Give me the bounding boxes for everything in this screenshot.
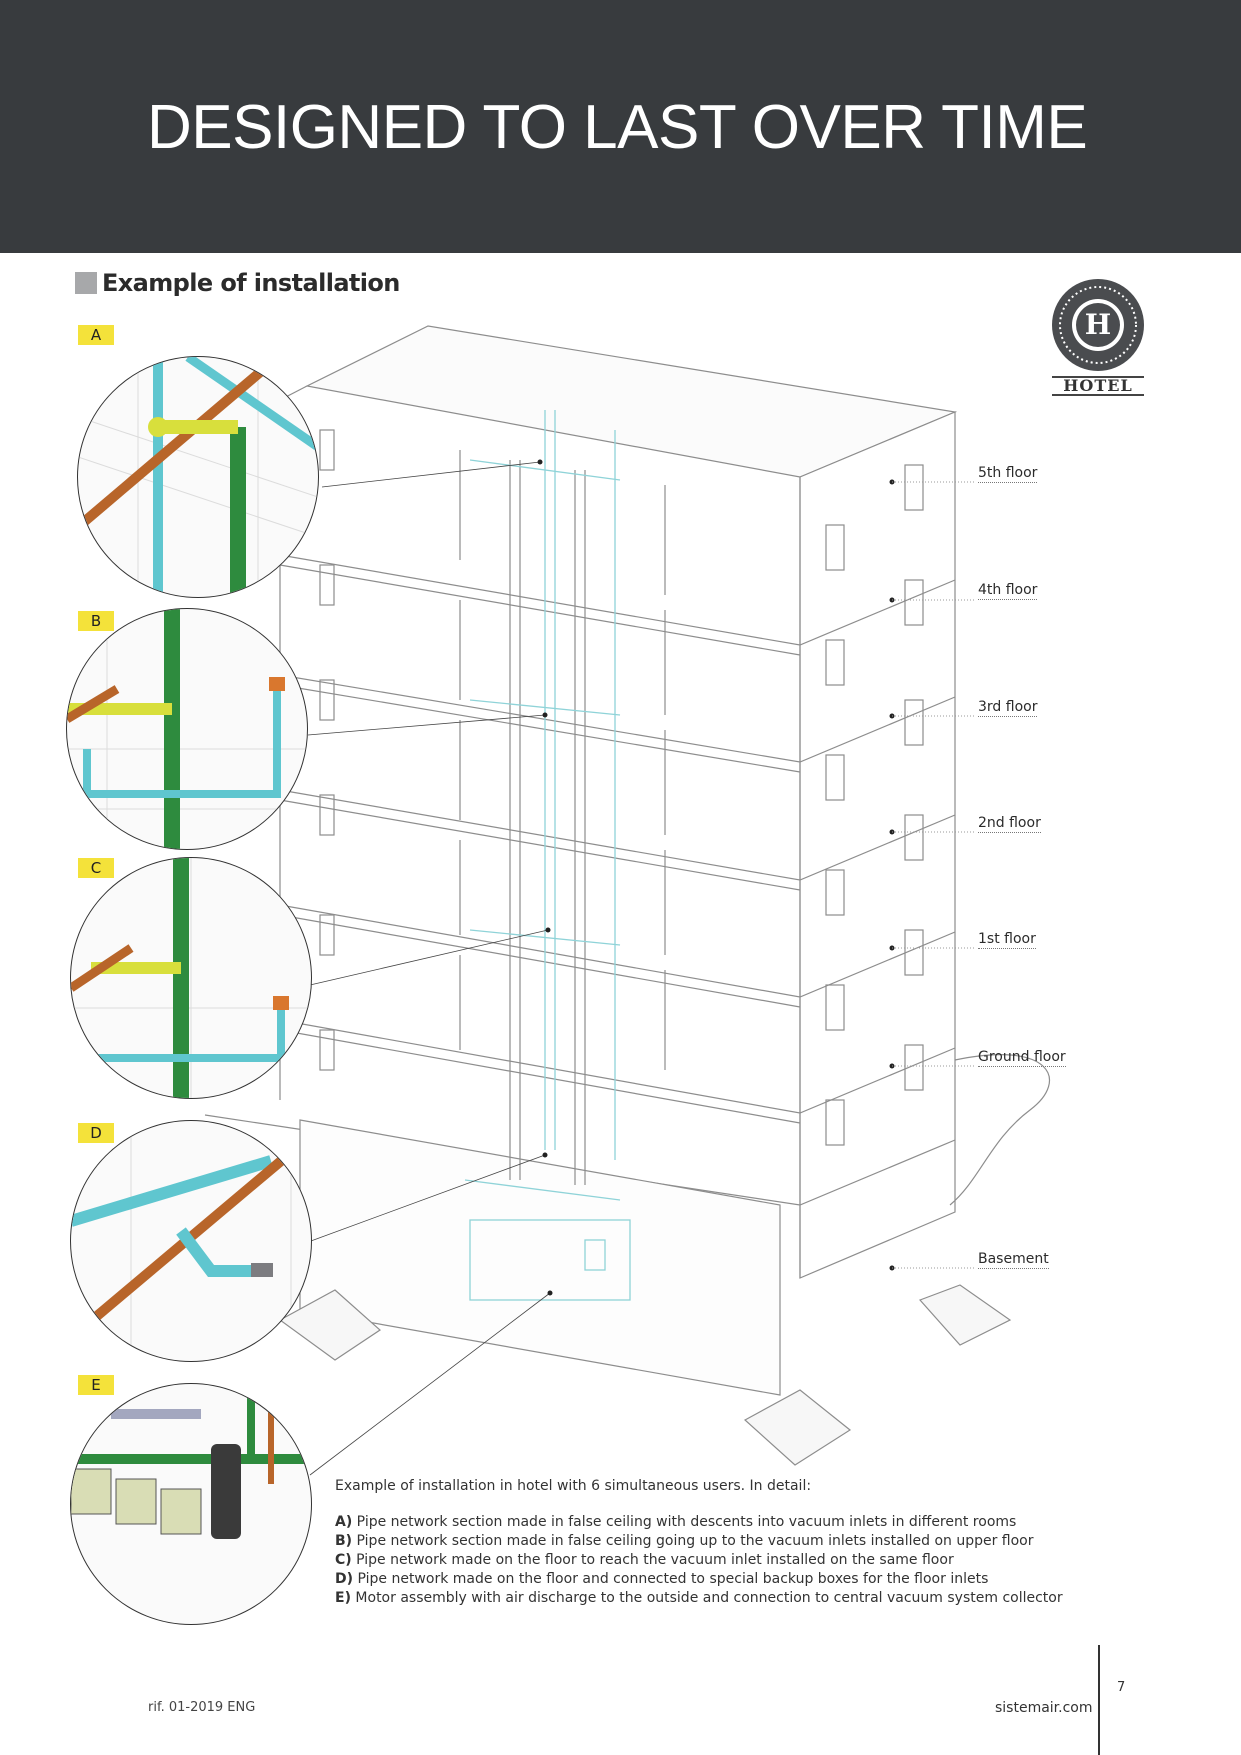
marker-e: E	[78, 1375, 114, 1395]
detail-d-illustration	[70, 1120, 312, 1362]
hotel-seal-icon: H	[1052, 279, 1144, 371]
hotel-wordmark: HOTEL	[1052, 376, 1144, 396]
marker-b: B	[78, 611, 114, 631]
section-heading: Example of installation	[75, 268, 400, 298]
marker-c: C	[78, 858, 114, 878]
detail-c-illustration	[70, 857, 312, 1099]
floor-label-basement: Basement	[978, 1251, 1049, 1269]
floor-label-1st: 1st floor	[978, 931, 1036, 949]
caption-item-d: D) Pipe network made on the floor and co…	[335, 1571, 989, 1587]
page-title: DESIGNED TO LAST OVER TIME	[147, 93, 1088, 162]
detail-a-illustration	[77, 356, 319, 598]
caption-intro: Example of installation in hotel with 6 …	[335, 1478, 812, 1494]
marker-a: A	[78, 325, 114, 345]
caption-item-a: A) Pipe network section made in false ce…	[335, 1514, 1017, 1530]
section-title: Example of installation	[102, 269, 400, 297]
floor-label-3rd: 3rd floor	[978, 699, 1038, 717]
installation-caption: Example of installation in hotel with 6 …	[335, 1478, 1095, 1609]
floor-label-4th: 4th floor	[978, 582, 1038, 600]
caption-item-e: E) Motor assembly with air discharge to …	[335, 1590, 1063, 1606]
floor-label-5th: 5th floor	[978, 465, 1038, 483]
header-banner: DESIGNED TO LAST OVER TIME	[0, 0, 1241, 253]
caption-item-b: B) Pipe network section made in false ce…	[335, 1533, 1034, 1549]
footer-website-link[interactable]: sistemair.com	[995, 1700, 1093, 1716]
logo-letter: H	[1085, 308, 1111, 341]
footer-divider	[1098, 1645, 1100, 1755]
marker-d: D	[78, 1123, 114, 1143]
floor-label-2nd: 2nd floor	[978, 815, 1041, 833]
detail-e-illustration	[70, 1383, 312, 1625]
caption-item-c: C) Pipe network made on the floor to rea…	[335, 1552, 954, 1568]
footer-reference: rif. 01-2019 ENG	[148, 1700, 256, 1715]
page-number: 7	[1117, 1680, 1126, 1695]
section-bullet-icon	[75, 272, 97, 294]
detail-b-illustration	[66, 608, 308, 850]
floor-label-ground: Ground floor	[978, 1049, 1066, 1067]
